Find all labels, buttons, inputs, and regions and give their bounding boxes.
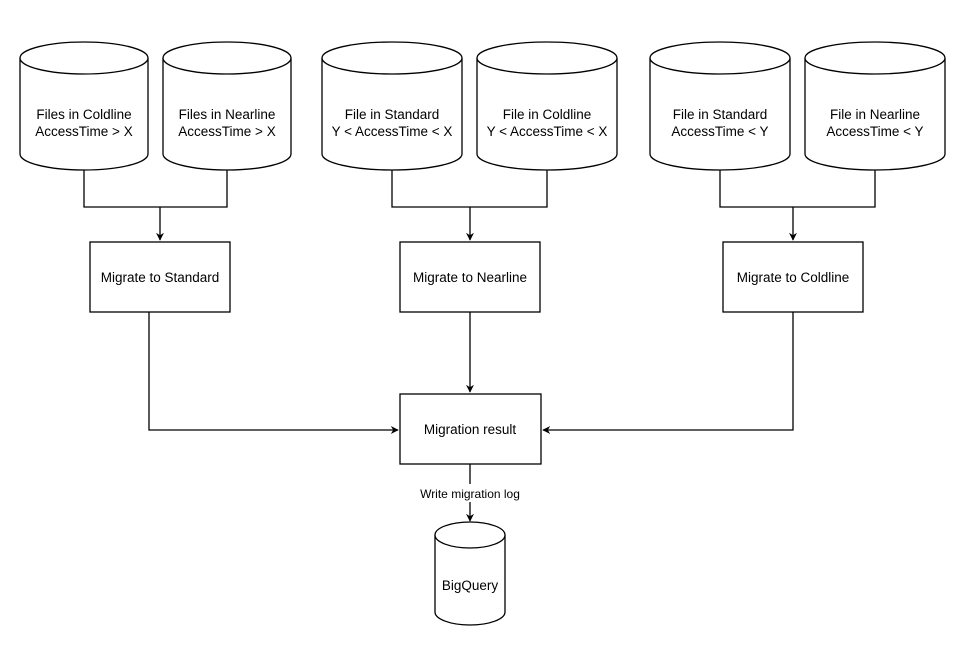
source-cylinder-nearline-gt-x: Files in Nearline AccessTime > X [162,41,292,171]
source-label-line2: AccessTime < Y [826,124,923,139]
connector-to-migrate-standard [83,170,228,240]
source-label-line2: AccessTime > X [35,124,132,139]
connector-to-migrate-nearline [391,170,548,240]
process-box-migrate-nearline: Migrate to Nearline [399,241,541,313]
source-cylinder-coldline-gt-x: Files in Coldline AccessTime > X [19,41,149,171]
connector-standard-to-result [148,312,399,434]
source-label-line1: File in Standard [345,107,440,122]
source-label-line2: AccessTime > X [178,124,275,139]
result-label: Migration result [424,422,517,437]
process-label: Migrate to Coldline [737,270,850,285]
edge-label-write-log: Write migration log [420,487,520,501]
source-cylinder-standard-between: File in Standard Y < AccessTime < X [321,41,463,171]
source-label-line1: File in Coldline [503,107,592,122]
process-box-migrate-standard: Migrate to Standard [89,241,231,313]
sink-label: BigQuery [442,578,499,593]
sink-cylinder-bigquery: BigQuery [434,521,506,626]
process-box-migrate-coldline: Migrate to Coldline [722,241,864,313]
source-label-line1: Files in Coldline [36,107,131,122]
source-label-line2: AccessTime < Y [671,124,768,139]
source-cylinder-nearline-lt-y: File in Nearline AccessTime < Y [804,41,946,171]
result-box-migration-result: Migration result [399,393,542,465]
connector-to-migrate-coldline [719,170,876,240]
source-cylinder-standard-lt-y: File in Standard AccessTime < Y [649,41,791,171]
process-label: Migrate to Nearline [413,270,527,285]
source-label-line2: Y < AccessTime < X [332,124,453,139]
process-label: Migrate to Standard [101,270,220,285]
source-label-line1: File in Nearline [830,107,920,122]
connector-coldline-to-result [542,312,794,434]
edge-label-background [412,484,528,502]
source-label-line1: File in Standard [673,107,768,122]
source-label-line2: Y < AccessTime < X [487,124,608,139]
source-cylinder-coldline-between: File in Coldline Y < AccessTime < X [476,41,618,171]
source-label-line1: Files in Nearline [179,107,276,122]
